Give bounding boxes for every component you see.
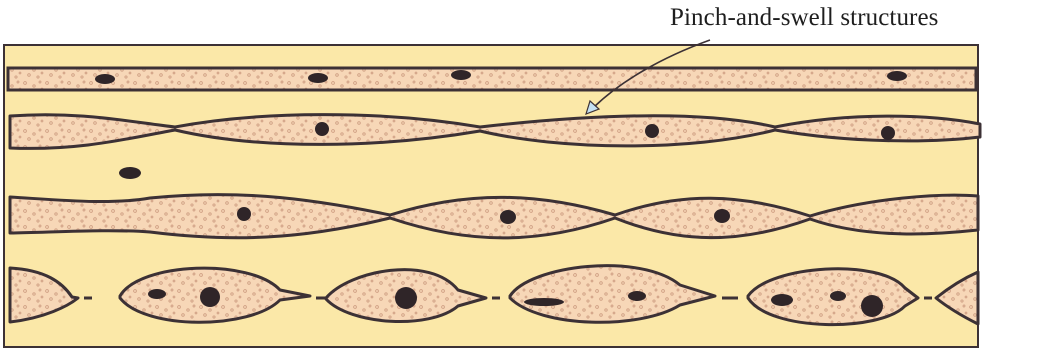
clast bbox=[148, 289, 166, 299]
clast bbox=[451, 70, 471, 80]
clast bbox=[200, 287, 220, 307]
clast bbox=[308, 73, 328, 83]
clast bbox=[524, 298, 564, 306]
clast bbox=[95, 74, 115, 84]
layer-uniform-band bbox=[8, 68, 976, 90]
clast bbox=[628, 291, 646, 301]
clast bbox=[887, 71, 907, 81]
clast bbox=[119, 167, 141, 179]
clast bbox=[861, 295, 883, 317]
clast bbox=[500, 210, 516, 224]
clast bbox=[237, 207, 251, 221]
clast bbox=[881, 126, 895, 140]
clast bbox=[645, 124, 659, 138]
clast bbox=[315, 122, 329, 136]
clast bbox=[830, 291, 846, 301]
clast bbox=[714, 209, 730, 223]
layer-uniform bbox=[8, 68, 976, 90]
pinch-and-swell-label: Pinch-and-swell structures bbox=[670, 4, 939, 32]
clast bbox=[771, 294, 793, 306]
clast bbox=[395, 287, 417, 309]
